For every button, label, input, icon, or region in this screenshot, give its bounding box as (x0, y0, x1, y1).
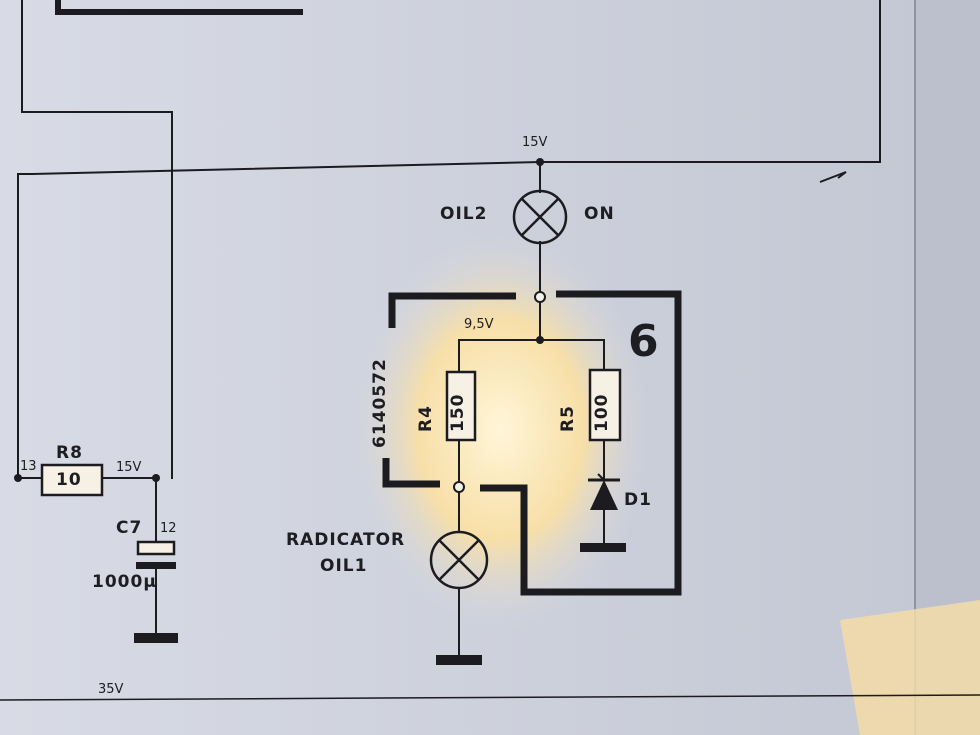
lamp-oil2-name: OIL2 (440, 204, 488, 224)
resistor-r5 (588, 368, 622, 442)
bottom-rail (0, 694, 980, 701)
junction-pin13 (14, 474, 22, 482)
capacitor-c7 (136, 540, 176, 569)
r4-ref: R4 (416, 405, 436, 432)
d1-ref: D1 (624, 490, 652, 510)
junction-15v (536, 158, 544, 166)
wire-left-upper (21, 0, 173, 479)
c7-ref: C7 (116, 518, 143, 538)
arrow-mark (819, 171, 847, 183)
r8-ref: R8 (56, 443, 83, 463)
c7-pin-label: 12 (160, 521, 177, 536)
ground-oil1 (436, 655, 482, 665)
lamp-oil1-symbol (429, 530, 489, 590)
r4-value: 150 (448, 393, 468, 433)
lamp-oil2-state: ON (584, 204, 615, 224)
resistor-r8 (40, 463, 104, 497)
lamp-oil2-symbol (512, 189, 568, 245)
light-glow (350, 230, 650, 630)
module-box-top-left (388, 292, 516, 328)
diode-d1 (588, 473, 620, 510)
module-number: 6 (628, 316, 659, 367)
wire-right-loop (539, 0, 881, 163)
wire-15v-rail (17, 160, 542, 479)
module-box-right (480, 290, 682, 596)
ground-c7 (134, 633, 178, 643)
terminal-bottom (453, 481, 465, 493)
r8-value: 10 (56, 470, 82, 490)
pin-13-label: 13 (20, 459, 37, 474)
supply-35v-label: 35V (98, 682, 124, 697)
lamp-oil1-line2: OIL1 (320, 556, 368, 576)
module-box-bottom-left (382, 458, 440, 488)
r5-ref: R5 (558, 405, 578, 432)
supply-15v-label: 15V (522, 135, 548, 150)
junction-r8-c7 (152, 474, 160, 482)
node-voltage-label: 9,5V (464, 317, 494, 332)
c7-value: 1000µ (92, 572, 157, 592)
junction-9v5 (536, 336, 544, 344)
terminal-top (534, 291, 546, 303)
r8-node-voltage: 15V (116, 460, 142, 475)
ground-d1 (580, 543, 626, 552)
light-patch (840, 600, 980, 735)
part-number-label: 6140572 (370, 358, 390, 448)
lamp-oil1-line1: RADICATOR (286, 530, 406, 550)
r5-value: 100 (592, 393, 612, 433)
resistor-r4 (445, 370, 477, 442)
